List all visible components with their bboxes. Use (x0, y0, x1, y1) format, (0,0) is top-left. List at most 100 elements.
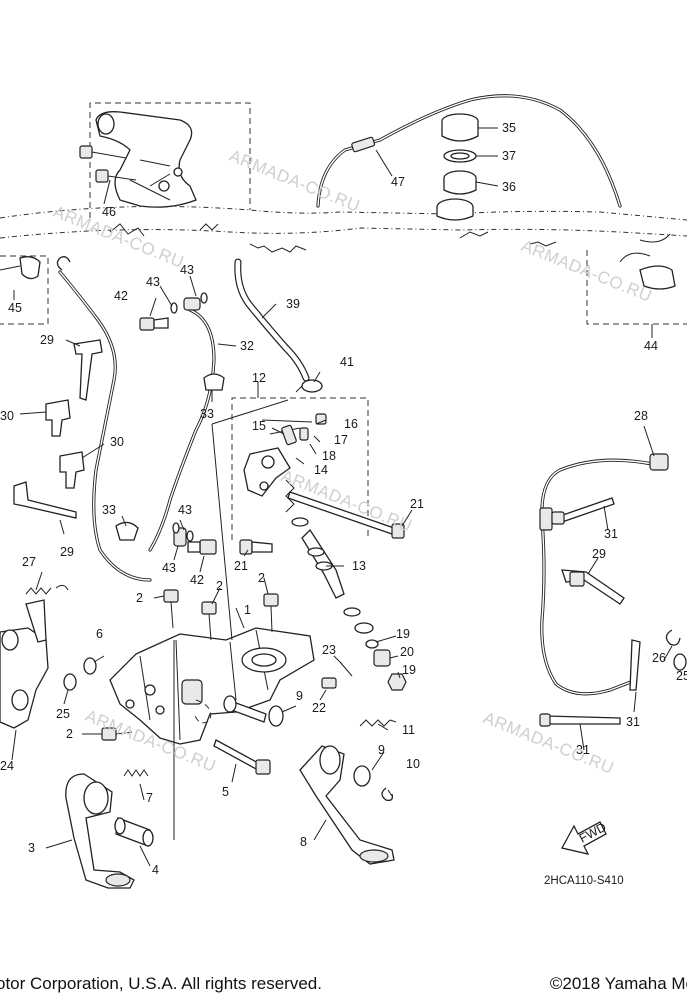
bolt-2-b (201, 601, 217, 641)
callout-9-upper: 9 (296, 689, 303, 703)
footer-copyright-right: ©2018 Yamaha Mo (549, 974, 687, 993)
callout-22: 22 (312, 701, 326, 715)
callout-31-upper: 31 (604, 527, 618, 541)
callout-2-a: 2 (136, 591, 143, 605)
cable-28 (539, 453, 669, 696)
callout-35: 35 (502, 121, 516, 135)
nut-20 (373, 649, 391, 667)
bolt-2-a (163, 589, 179, 629)
callout-36: 36 (502, 180, 516, 194)
dashed-box-44 (586, 250, 687, 325)
callout-2-b: 2 (216, 579, 223, 593)
callout-6: 6 (96, 627, 103, 641)
callout-19-lower: 19 (402, 663, 416, 677)
spring-27 (25, 584, 69, 595)
callout-45: 45 (8, 301, 22, 315)
bolt-21-left (239, 539, 273, 555)
master-cylinder (243, 413, 374, 634)
clip-29-lower (13, 481, 77, 519)
callout-23: 23 (322, 643, 336, 657)
washer-25-left (63, 673, 77, 691)
callout-39: 39 (286, 297, 300, 311)
lever-24 (0, 599, 49, 729)
bolt-2-d (101, 727, 133, 741)
cable-29-left (56, 256, 152, 582)
clamp-33-upper (203, 373, 225, 391)
callout-1: 1 (244, 603, 251, 617)
pedal-3 (65, 773, 135, 889)
callout-43-d: 43 (162, 561, 176, 575)
tie-31-upper (551, 497, 615, 525)
bracket-assembly-46 (79, 111, 197, 208)
callout-46: 46 (102, 205, 116, 219)
clamp-33-lower (115, 521, 139, 541)
hose-32 (148, 297, 216, 552)
callout-8: 8 (300, 835, 307, 849)
callout-2-c: 2 (258, 571, 265, 585)
watermark: ARMADA-CO.RU (227, 146, 363, 216)
callout-20: 20 (400, 645, 414, 659)
callout-43-a: 43 (180, 263, 194, 277)
pedal-8 (299, 745, 395, 865)
collar-4 (114, 817, 154, 847)
callout-15: 15 (252, 419, 266, 433)
callout-10: 10 (406, 757, 420, 771)
callout-47: 47 (391, 175, 405, 189)
washer-43-lower-b (186, 530, 194, 542)
part-26-right (665, 629, 681, 646)
callout-41: 41 (340, 355, 354, 369)
callout-44: 44 (644, 339, 658, 353)
clip-30-upper (45, 399, 71, 437)
callout-42-lower: 42 (190, 573, 204, 587)
tie-31-lower (539, 713, 621, 727)
callout-31-lower: 31 (576, 743, 590, 757)
callout-42-upper: 42 (114, 289, 128, 303)
callout-27: 27 (22, 555, 36, 569)
callout-25-right: 25 (676, 669, 687, 683)
clip-29-upper (73, 339, 103, 401)
callout-21-right: 21 (410, 497, 424, 511)
washer-6 (83, 657, 97, 675)
callout-14: 14 (314, 463, 328, 477)
bolt-42-lower (187, 539, 217, 555)
watermark: ARMADA-CO.RU (51, 202, 187, 272)
leader-lines (11, 127, 673, 867)
washer-43-lower-a (172, 522, 180, 534)
callout-4: 4 (152, 863, 159, 877)
pin-22 (321, 677, 337, 689)
spring-7 (123, 769, 149, 777)
bolt-21-right (287, 491, 405, 539)
spring-11 (359, 719, 397, 727)
callout-28: 28 (634, 409, 648, 423)
callout-30-lower: 30 (110, 435, 124, 449)
callout-29-right: 29 (592, 547, 606, 561)
clip-10 (381, 787, 394, 802)
dashed-box-12 (231, 397, 369, 540)
bolt-5 (213, 739, 271, 775)
callout-25-left: 25 (56, 707, 70, 721)
callout-33-upper: 33 (200, 407, 214, 421)
callout-3: 3 (28, 841, 35, 855)
clip-29-right (561, 569, 625, 605)
clip-30-lower (59, 451, 85, 489)
washer-9-upper (268, 705, 284, 727)
hose-39 (234, 258, 310, 382)
callout-21-left: 21 (234, 559, 248, 573)
callout-24: 24 (0, 759, 14, 773)
callout-11: 11 (402, 723, 415, 737)
nut-19-lower (387, 673, 407, 691)
callout-7: 7 (146, 791, 153, 805)
callout-33-lower: 33 (102, 503, 116, 517)
tie-31-right (629, 639, 641, 691)
callout-16: 16 (344, 417, 358, 431)
callout-29-lower: 29 (60, 545, 74, 559)
callout-30-upper: 30 (0, 409, 14, 423)
cable-47 (316, 94, 622, 208)
callout-9-lower: 9 (378, 743, 385, 757)
callout-37: 37 (502, 149, 516, 163)
callout-5: 5 (222, 785, 229, 799)
diagram-code: 2HCA110-S410 (544, 875, 624, 887)
callout-26: 26 (652, 651, 666, 665)
callout-43-c: 43 (178, 503, 192, 517)
